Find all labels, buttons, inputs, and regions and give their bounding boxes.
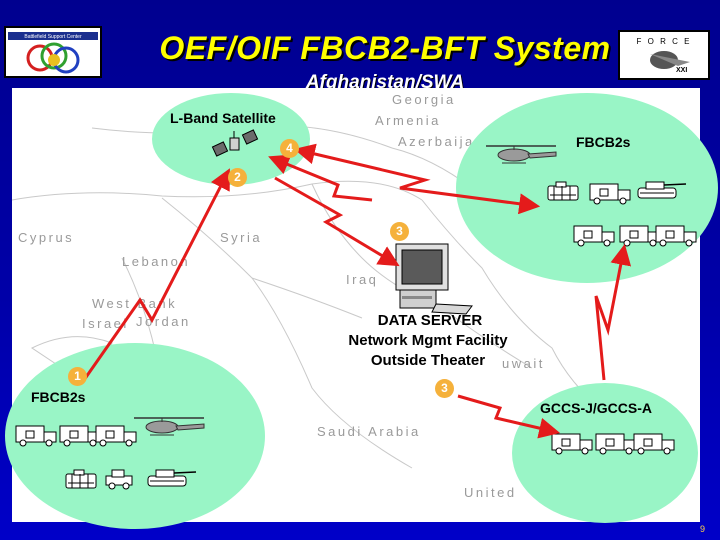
satellite-label: L-Band Satellite — [170, 110, 276, 126]
truck-icon — [633, 433, 675, 455]
arrow-gccs-to-fbcb2-top — [594, 243, 632, 381]
step-badge-4: 4 — [280, 139, 299, 158]
data-server-icon — [395, 243, 473, 315]
slide-subtitle: Afghanistan/SWA — [305, 72, 465, 93]
helicopter-icon — [485, 145, 557, 164]
label-israel: Israel — [82, 316, 129, 331]
helicopter-icon — [133, 417, 205, 436]
arrow-fbcb2-to-satellite — [82, 168, 230, 381]
page-number: 9 — [700, 524, 706, 534]
truck-icon — [655, 225, 697, 247]
step-badge-2: 2 — [228, 168, 247, 187]
label-saudi-arabia: Saudi Arabia — [317, 424, 421, 439]
fbcb2-bottom-label: FBCB2s — [31, 389, 86, 405]
label-cyprus: Cyprus — [18, 230, 75, 245]
slide-title: OEF/OIF FBCB2-BFT System — [159, 30, 611, 66]
fbcb2-top-label: FBCB2s — [576, 134, 631, 150]
label-lebanon: Lebanon — [122, 254, 191, 269]
arrow-satellite-to-fbcb2-top — [293, 143, 541, 215]
label-uae: United — [464, 485, 517, 500]
data-server-label: DATA SERVER — [377, 312, 483, 329]
gccs-label: GCCS-J/GCCS-A — [540, 400, 653, 416]
network-mgmt-label: Network Mgmt Facility — [348, 332, 508, 349]
logo-left-text: Battlefield Support Center — [24, 34, 82, 40]
step-badge-3a: 3 — [390, 222, 409, 241]
battlefield-support-logo: Battlefield Support Center — [4, 26, 102, 78]
label-syria: Syria — [220, 230, 263, 245]
truck-icon — [573, 225, 615, 247]
truck-icon — [59, 425, 101, 447]
step-badge-3b: 3 — [435, 379, 454, 398]
truck-icon — [551, 433, 593, 455]
label-armenia: Armenia — [375, 113, 441, 128]
truck-icon — [595, 433, 637, 455]
arrow-server-to-gccs — [457, 394, 561, 439]
truck-icon — [15, 425, 57, 447]
force-xxi-logo: F O R C E XXI — [618, 30, 710, 80]
truck-icon — [95, 425, 137, 447]
logo-right-xxi: XXI — [676, 67, 687, 74]
label-kuwait: uwait — [502, 356, 545, 371]
label-iraq: Iraq — [346, 272, 379, 287]
label-georgia: Georgia — [392, 92, 456, 107]
truck-icon — [589, 183, 631, 205]
satellite-icon — [211, 129, 259, 157]
logo-right-force: F O R C E — [637, 37, 692, 46]
truck-icon — [619, 225, 661, 247]
jeep-icon — [105, 469, 133, 490]
tank-icon — [637, 181, 687, 199]
outside-theater-label: Outside Theater — [370, 352, 486, 369]
apc-icon — [65, 469, 97, 489]
label-west-bank: West Bank — [92, 296, 178, 311]
tank-icon — [147, 469, 197, 487]
step-badge-1: 1 — [68, 367, 87, 386]
apc-icon — [547, 181, 579, 201]
